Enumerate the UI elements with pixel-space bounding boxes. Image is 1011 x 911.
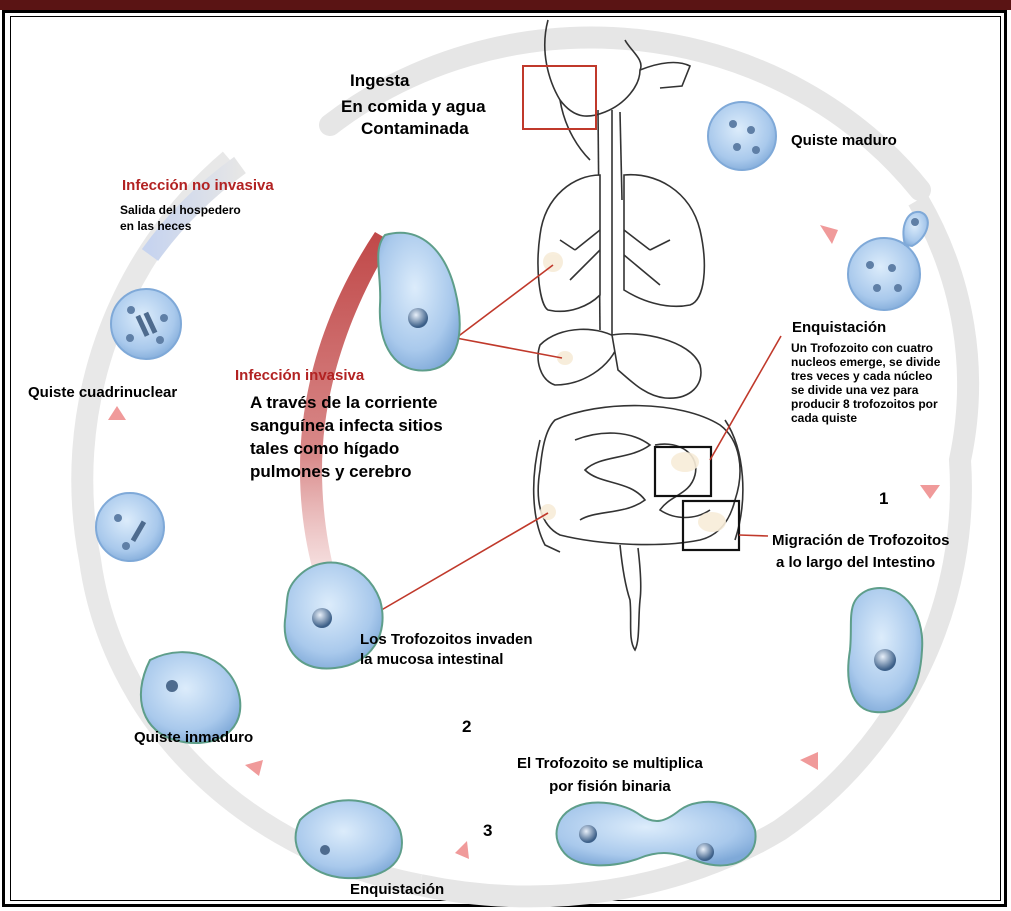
invasiva-line-4: pulmones y cerebro [250, 461, 443, 484]
step-2-label: 2 [462, 716, 471, 738]
enquistacion-line-2: nucleos emerge, se divide [791, 355, 940, 369]
ingesta-line-2: En comida y agua [341, 96, 486, 118]
migracion-line-2: a lo largo del Intestino [772, 552, 950, 574]
excysting-cyst [848, 212, 928, 310]
quadrinuclear-cyst [111, 289, 181, 359]
encysting-trophozoite [296, 800, 402, 878]
invasiva-line-1: A través de la corriente [250, 392, 443, 415]
multiplica-label: El Trofozoito se multiplica por fisión b… [517, 752, 703, 799]
invasiva-title: Infección invasiva [235, 366, 364, 385]
step-1-label: 1 [879, 488, 888, 510]
quiste-cuadrinuclear-label: Quiste cuadrinuclear [28, 383, 177, 402]
no-invasiva-line-1: Salida del hospedero [120, 202, 241, 218]
enquistacion-line-6: cada quiste [791, 411, 940, 425]
enquistacion-line-3: tres veces y cada núcleo [791, 369, 940, 383]
quiste-inmaduro-label: Quiste inmaduro [134, 728, 253, 747]
ingesta-detail: En comida y agua Contaminada [341, 96, 486, 140]
mature-cyst [708, 102, 776, 170]
invasive-trophozoite [378, 233, 459, 371]
invasiva-text: A través de la corriente sanguínea infec… [250, 392, 443, 484]
invasiva-line-2: sanguínea infecta sitios [250, 415, 443, 438]
migrating-trophozoite [848, 588, 922, 712]
no-invasiva-line-2: en las heces [120, 218, 241, 234]
invaden-line-2: la mucosa intestinal [360, 650, 533, 670]
enquistacion-text: Un Trofozoito con cuatro nucleos emerge,… [791, 341, 940, 425]
ingesta-label: Ingesta [350, 70, 410, 92]
enquistacion-title: Enquistación [792, 318, 886, 337]
no-invasiva-text: Salida del hospedero en las heces [120, 202, 241, 234]
mouth-callout-box [523, 66, 596, 129]
enquistacion-line-4: se divide una vez para [791, 383, 940, 397]
quiste-maduro-label: Quiste maduro [791, 131, 897, 150]
human-anatomy [534, 20, 743, 650]
ingesta-line-1: Ingesta [350, 70, 410, 92]
binary-fission-trophozoite [556, 802, 755, 866]
enquistacion-line-1: Un Trofozoito con cuatro [791, 341, 940, 355]
no-invasiva-title: Infección no invasiva [122, 176, 274, 195]
invaden-label: Los Trofozoitos invaden la mucosa intest… [360, 630, 533, 671]
step-3-label: 3 [483, 820, 492, 842]
enquistacion-bottom-label: Enquistación [350, 880, 444, 899]
binucleate-cyst [96, 493, 164, 561]
migracion-line-1: Migración de Trofozoitos [772, 530, 950, 552]
enquistacion-line-5: producir 8 trofozoitos por [791, 397, 940, 411]
ingesta-line-3: Contaminada [341, 118, 486, 140]
invaden-line-1: Los Trofozoitos invaden [360, 630, 533, 650]
multiplica-line-1: El Trofozoito se multiplica [517, 752, 703, 775]
multiplica-line-2: por fisión binaria [517, 775, 703, 798]
invasiva-line-3: tales como hígado [250, 438, 443, 461]
migracion-label: Migración de Trofozoitos a lo largo del … [772, 530, 950, 574]
